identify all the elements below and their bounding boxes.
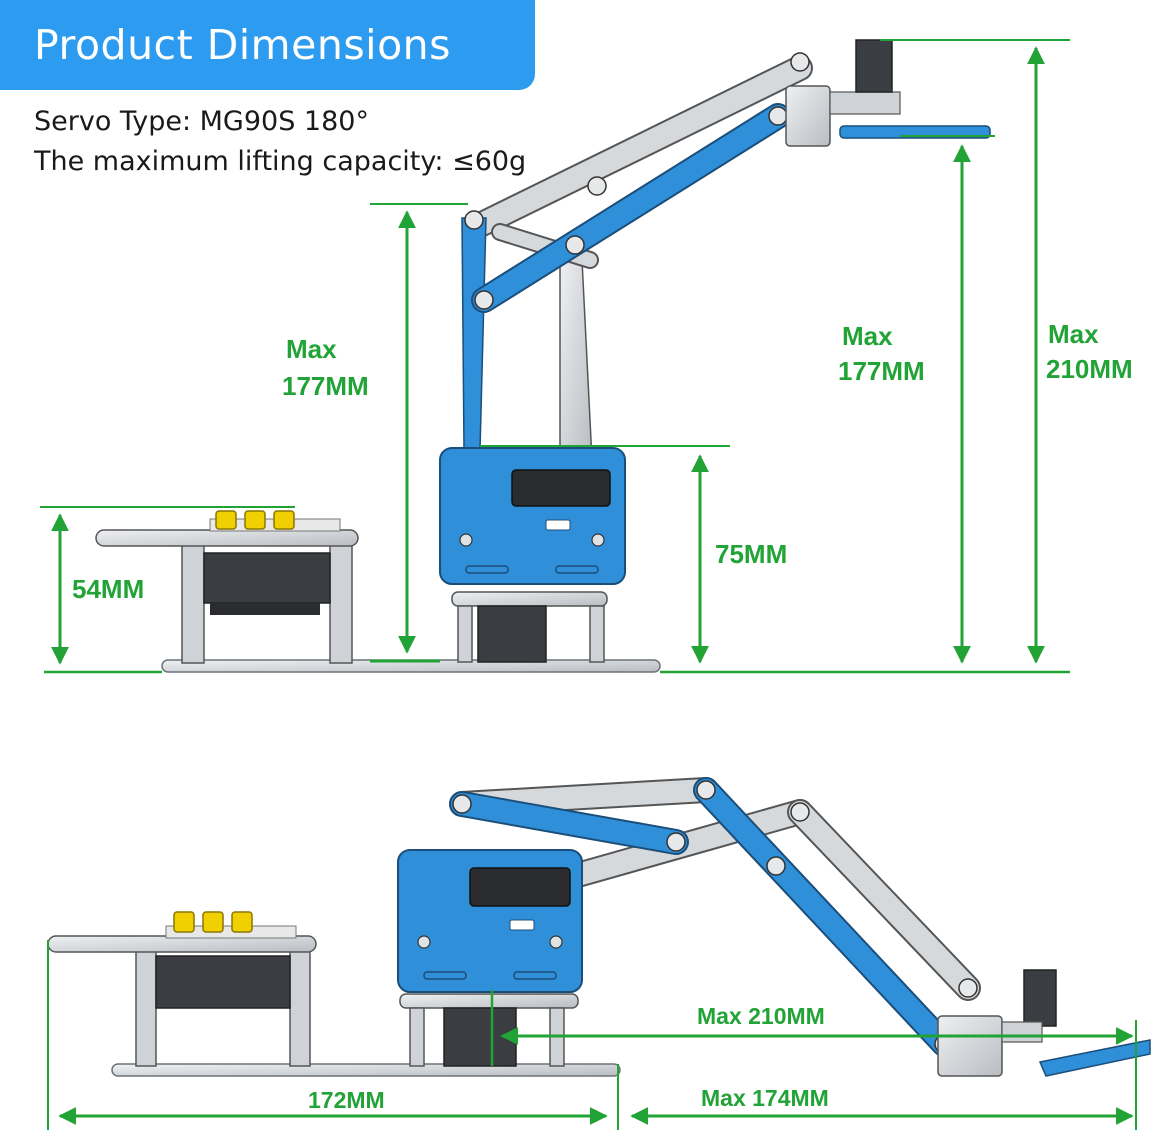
page-title: Product Dimensions [34,21,451,69]
reach-from-center-label: Max 210MM [697,1003,825,1029]
base-servo-mount [451,591,608,663]
control-board-unit [95,510,359,664]
bottom-arm-view: 172MM Max 210MM Max 174MM [47,777,1151,1130]
total-height-label-line2: 210MM [1046,354,1133,384]
arm-linkage-extended [449,777,981,1057]
arm-height-left-label-line2: 177MM [282,371,369,401]
shoulder-servo-housing-extended [397,849,583,993]
top-dimension-lines [40,39,1070,674]
arm-linkage [461,52,813,461]
arm-height-right-label-line2: 177MM [838,356,925,386]
shoulder-servo-housing [439,447,626,585]
bottom-dimension-lines [47,940,1137,1130]
arm-height-left-label-line1: Max [286,334,337,364]
base-servo-mount-extended [399,993,579,1067]
control-board-unit-extended [47,911,317,1067]
base-height-label: 54MM [72,574,144,604]
base-unit-height-label: 75MM [715,539,787,569]
top-arm-view: 54MM Max 177MM 75MM Max 177MM Max 210MM [40,39,1133,674]
gripper-head [785,39,991,147]
base-plate-extended [111,1063,621,1077]
lifting-capacity-spec: The maximum lifting capacity: ≤60g [34,146,527,177]
total-height-label-line1: Max [1048,319,1099,349]
base-length-label: 172MM [308,1087,385,1113]
title-banner: Product Dimensions [0,0,535,90]
arm-height-right-label-line1: Max [842,321,893,351]
servo-type-spec: Servo Type: MG90S 180° [34,106,369,137]
reach-from-base-edge-label: Max 174MM [701,1085,829,1111]
